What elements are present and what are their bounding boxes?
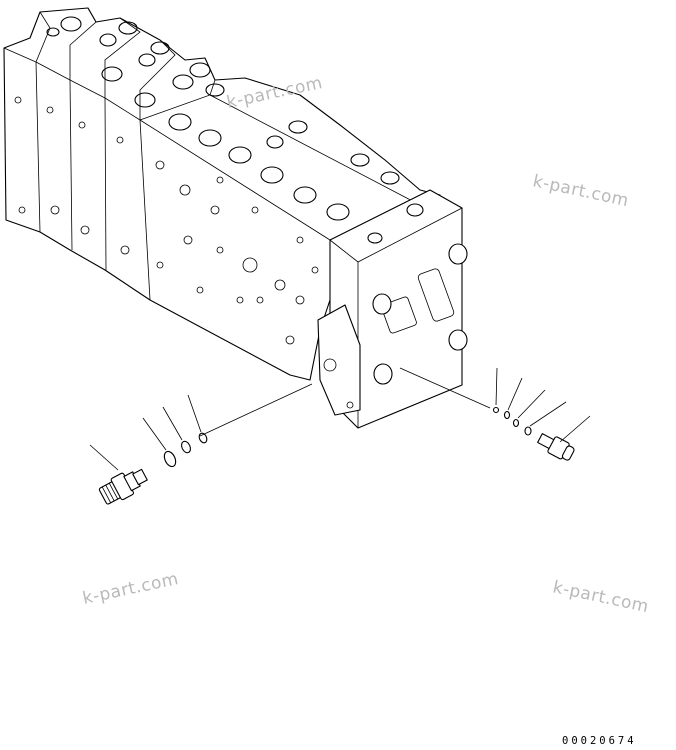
o-ring-icon bbox=[512, 418, 520, 428]
o-ring-icon bbox=[181, 440, 191, 454]
mount-bracket bbox=[317, 304, 361, 416]
top-ports bbox=[46, 16, 424, 244]
o-ring-icon bbox=[503, 410, 511, 420]
assembly-centerline-right bbox=[399, 367, 491, 409]
relief-valve-assembly-left bbox=[89, 383, 313, 505]
plug-assembly-right bbox=[399, 367, 591, 461]
cover-bolts bbox=[372, 243, 468, 385]
o-ring-icon bbox=[198, 432, 208, 444]
drawing-number: 00020674 bbox=[562, 735, 637, 747]
o-ring-icon bbox=[163, 450, 177, 468]
front-face-holes bbox=[14, 96, 354, 409]
watermark-text: k-part.com bbox=[531, 171, 631, 211]
relief-valve-icon bbox=[98, 468, 148, 505]
watermark-text: k-part.com bbox=[81, 569, 181, 609]
plug-icon bbox=[492, 406, 500, 414]
watermark-text: k-part.com bbox=[551, 577, 651, 617]
plug-icon bbox=[537, 433, 575, 461]
assembly-centerline-left bbox=[199, 383, 313, 437]
o-ring-icon bbox=[524, 426, 532, 436]
control-valve-block bbox=[3, 7, 468, 429]
